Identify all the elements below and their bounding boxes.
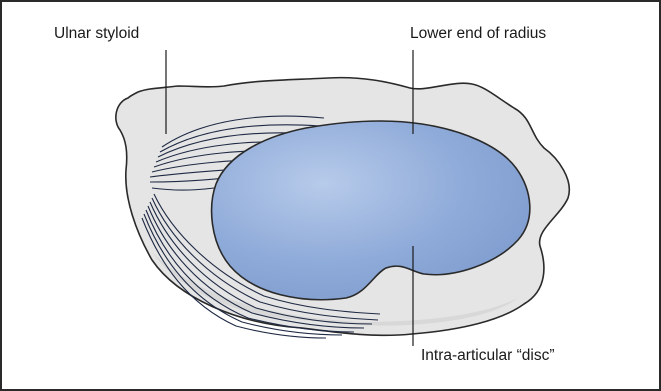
label-ulnar-styloid: Ulnar styloid	[54, 25, 139, 43]
label-lower-end-of-radius: Lower end of radius	[410, 25, 546, 43]
label-intra-articular-disc: Intra-articular “disc”	[421, 347, 555, 365]
